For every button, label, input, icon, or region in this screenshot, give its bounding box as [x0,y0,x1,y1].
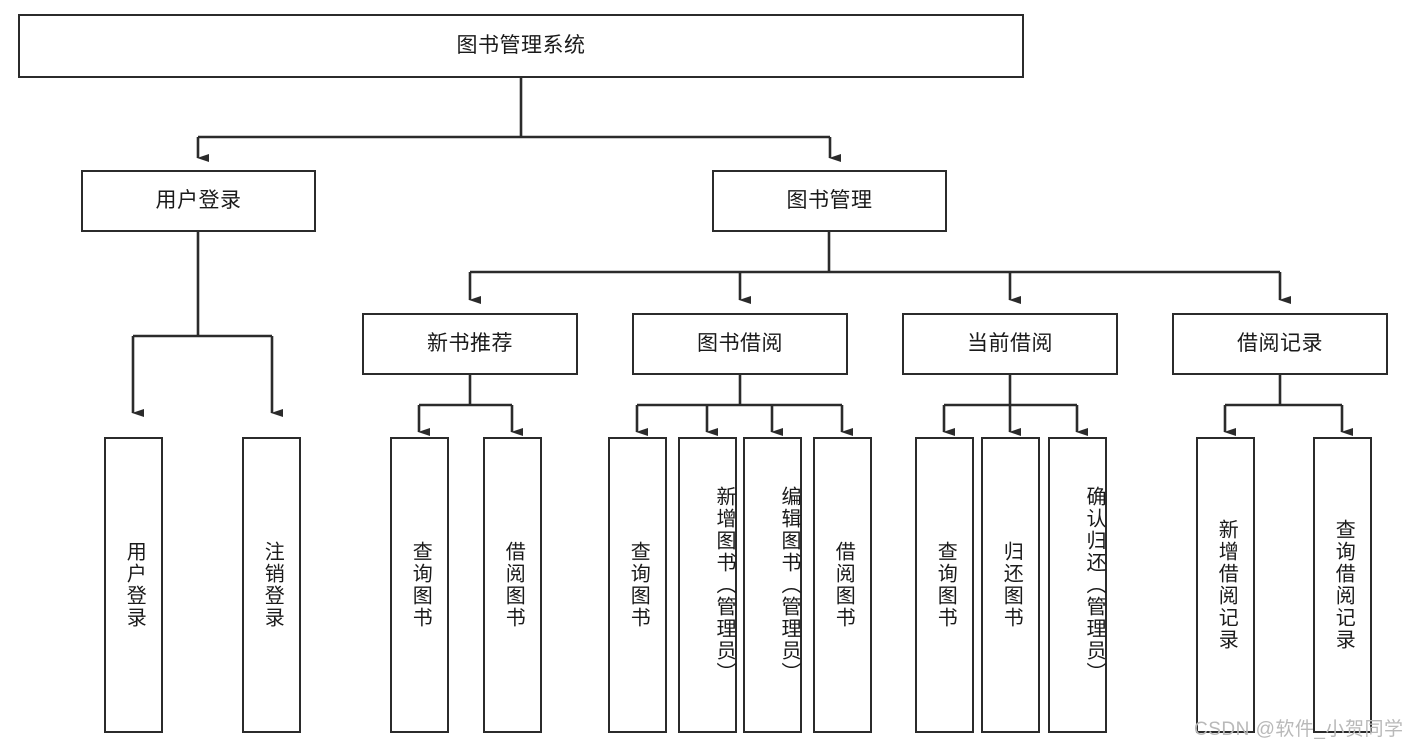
node-label: 新书推荐 [427,331,513,355]
node-label: 新增借阅记录 [1215,519,1238,651]
leaf-logout[interactable]: 注销登录 [242,437,301,733]
leaf-add-borrow-record[interactable]: 新增借阅记录 [1196,437,1255,733]
node-label: 编辑图书（管理员） [778,486,800,684]
node-label: 查询图书 [627,541,650,629]
node-label: 借阅图书 [502,541,525,629]
node-book-management[interactable]: 图书管理 [712,170,947,232]
leaf-return-book[interactable]: 归还图书 [981,437,1040,733]
leaf-confirm-return-admin[interactable]: 确认归还（管理员） [1048,437,1107,733]
leaf-query-borrow-record[interactable]: 查询借阅记录 [1313,437,1372,733]
node-label: 新增图书（管理员） [713,486,735,684]
node-label: 图书管理 [786,188,873,212]
node-label: 借阅图书 [832,541,855,629]
node-label: 借阅记录 [1237,331,1323,355]
node-label: 查询图书 [934,541,957,629]
node-label: 查询借阅记录 [1332,519,1355,651]
node-current-borrow[interactable]: 当前借阅 [902,313,1118,375]
node-label: 图书管理系统 [456,33,586,57]
leaf-query-book-current[interactable]: 查询图书 [915,437,974,733]
leaf-borrow-book-recommend[interactable]: 借阅图书 [483,437,542,733]
node-label: 用户登录 [123,541,146,629]
node-label: 注销登录 [261,541,284,629]
node-new-book-recommend[interactable]: 新书推荐 [362,313,578,375]
node-root-system[interactable]: 图书管理系统 [18,14,1024,78]
leaf-edit-book-admin[interactable]: 编辑图书（管理员） [743,437,802,733]
node-borrow-record[interactable]: 借阅记录 [1172,313,1388,375]
node-label: 图书借阅 [697,331,783,355]
node-label: 查询图书 [409,541,432,629]
leaf-add-book-admin[interactable]: 新增图书（管理员） [678,437,737,733]
node-label: 用户登录 [155,188,242,212]
node-user-login[interactable]: 用户登录 [81,170,316,232]
node-book-borrow[interactable]: 图书借阅 [632,313,848,375]
leaf-user-login[interactable]: 用户登录 [104,437,163,733]
csdn-watermark: CSDN @软件_小贺同学 [1194,719,1404,740]
leaf-query-book-borrow[interactable]: 查询图书 [608,437,667,733]
node-label: 当前借阅 [967,331,1053,355]
node-label: 归还图书 [1000,541,1023,629]
leaf-borrow-book[interactable]: 借阅图书 [813,437,872,733]
node-label: 确认归还（管理员） [1083,486,1105,684]
leaf-query-book-recommend[interactable]: 查询图书 [390,437,449,733]
